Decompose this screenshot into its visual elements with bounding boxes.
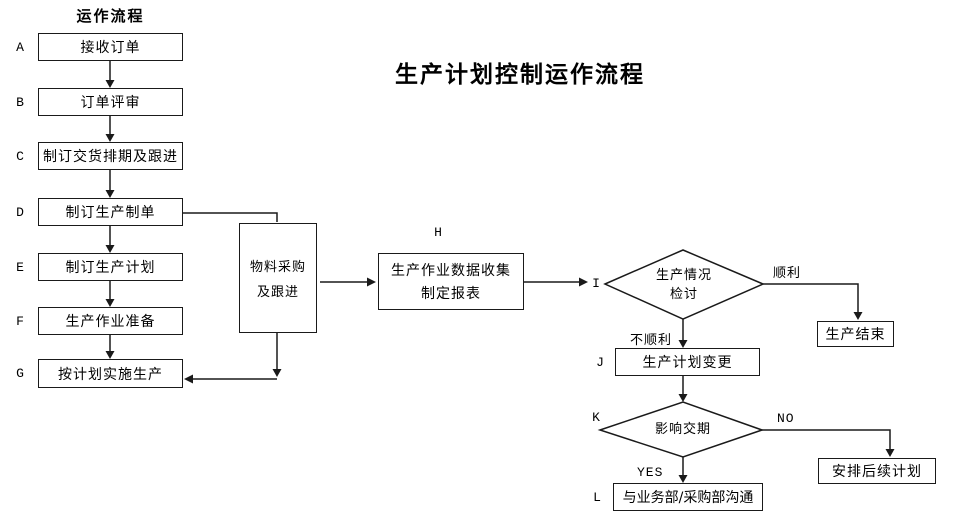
material-box-line2: 及跟进 bbox=[256, 285, 299, 300]
decision-i-line2: 检讨 bbox=[669, 287, 698, 302]
step-box-label: 与业务部/采购部沟通 bbox=[622, 490, 754, 506]
step-letter-h: H bbox=[434, 225, 442, 240]
h-box-line1: 生产作业数据收集 bbox=[391, 263, 511, 279]
branch-label-smooth: 顺利 bbox=[773, 266, 802, 281]
branch-label-not-smooth: 不顺利 bbox=[630, 333, 673, 348]
decision-diamond-i bbox=[603, 249, 765, 320]
step-letter-a: A bbox=[16, 40, 24, 55]
step-box-delivery-schedule: 制订交货排期及跟进 bbox=[38, 142, 183, 170]
step-letter-g: G bbox=[16, 366, 24, 381]
step-letter-l: L bbox=[593, 490, 601, 505]
terminal-label: 生产结束 bbox=[825, 327, 886, 343]
decision-i-text: 生产情况 检讨 bbox=[626, 266, 742, 304]
step-letter-f: F bbox=[16, 314, 24, 329]
step-box-production-plan: 制订生产计划 bbox=[38, 253, 183, 281]
step-letter-d: D bbox=[16, 205, 24, 220]
arrowheads bbox=[105, 80, 895, 483]
decision-k-text: 影响交期 bbox=[654, 422, 711, 437]
step-box-label: 制订交货排期及跟进 bbox=[43, 149, 178, 165]
material-purchase-box: 物料采购 及跟进 bbox=[239, 223, 317, 333]
step-box-label: 生产作业准备 bbox=[65, 314, 156, 330]
terminal-box-production-end: 生产结束 bbox=[817, 321, 894, 347]
step-letter-i: I bbox=[592, 276, 600, 291]
step-box-label: 按计划实施生产 bbox=[58, 366, 163, 383]
h-box-line2: 制定报表 bbox=[421, 286, 481, 302]
decision-i-line1: 生产情况 bbox=[655, 268, 712, 283]
step-box-communicate-depts: 与业务部/采购部沟通 bbox=[613, 483, 763, 511]
step-box-label: 生产计划变更 bbox=[642, 355, 733, 371]
step-letter-c: C bbox=[16, 149, 24, 164]
step-letter-e: E bbox=[16, 260, 24, 275]
step-box-receive-order: 接收订单 bbox=[38, 33, 183, 61]
step-box-label: 制订生产计划 bbox=[65, 260, 156, 276]
decision-diamond-k bbox=[597, 401, 765, 458]
step-letter-b: B bbox=[16, 95, 24, 110]
step-box-data-collection: 生产作业数据收集 制定报表 bbox=[378, 253, 524, 310]
step-box-production-sheet: 制订生产制单 bbox=[38, 198, 183, 226]
step-box-label: 制订生产制单 bbox=[65, 205, 156, 221]
step-box-production-prep: 生产作业准备 bbox=[38, 307, 183, 335]
terminal-box-followup-plan: 安排后续计划 bbox=[818, 458, 936, 484]
step-box-execute-production: 按计划实施生产 bbox=[38, 359, 183, 388]
step-box-label: 订单评审 bbox=[80, 95, 141, 111]
branch-label-no: NO bbox=[777, 411, 795, 426]
terminal-label: 安排后续计划 bbox=[832, 464, 922, 480]
step-box-order-review: 订单评审 bbox=[38, 88, 183, 116]
step-box-label: 接收订单 bbox=[80, 40, 141, 56]
page-title: 生产计划控制运作流程 bbox=[395, 62, 645, 88]
step-box-plan-change: 生产计划变更 bbox=[615, 348, 760, 376]
column-header: 运作流程 bbox=[76, 7, 145, 25]
step-letter-k: K bbox=[592, 410, 600, 425]
branch-label-yes: YES bbox=[637, 465, 664, 480]
material-box-line1: 物料采购 bbox=[249, 260, 306, 275]
step-letter-j: J bbox=[596, 355, 604, 370]
